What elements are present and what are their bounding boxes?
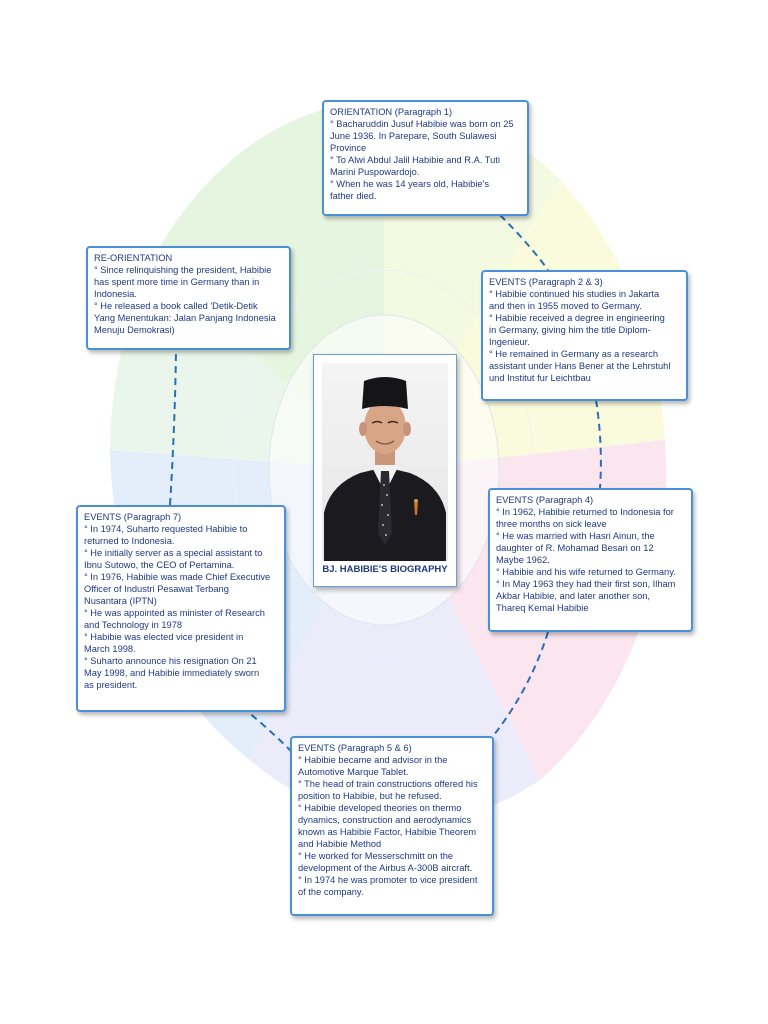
orientation-line: ° When he was 14 years old, Habibie's	[330, 179, 489, 189]
events-2-3-box: EVENTS (Paragraph 2 & 3) ° Habibie conti…	[481, 270, 688, 401]
events-2-3-line: ° Habibie continued his studies in Jakar…	[489, 289, 660, 299]
events-7-line: as president.	[84, 680, 138, 690]
events-7-line: Ibnu Sutowo, the CEO of Pertamina.	[84, 560, 235, 570]
orientation-line: father died.	[330, 191, 377, 201]
connectors	[169, 214, 602, 753]
events-4-line: ° In May 1963 they had their first son, …	[496, 579, 676, 589]
reorientation-box: RE-ORIENTATION ° Since relinquishing the…	[86, 246, 291, 350]
events-7-line: ° He was appointed as minister of Resear…	[84, 608, 265, 618]
connector-events4-events56	[489, 631, 549, 741]
events-5-6-line: ° Habibie developed theories on thermo	[298, 803, 462, 813]
lapel-pin	[414, 503, 418, 515]
reorientation-line: ° He released a book called 'Detik-Detik	[94, 301, 258, 311]
events-4-line: ° He was married with Hasri Ainun, the	[496, 531, 655, 541]
events-4-title: EVENTS (Paragraph 4)	[496, 495, 594, 505]
events-7-line: returned to Indonesia.	[84, 536, 175, 546]
events-5-6-line: development of the Airbus A-300B aircraf…	[298, 863, 473, 873]
orientation-line: Marini Puspowardojo.	[330, 167, 420, 177]
events-4-line: Akbar Habibie, and later another son,	[496, 591, 651, 601]
events-2-3-line: assistant under Hans Bener at the Lehrst…	[489, 361, 671, 371]
orientation-box: ORIENTATION (Paragraph 1) ° Bacharuddin …	[322, 100, 529, 216]
events-4-line: ° Habibie and his wife returned to Germa…	[496, 567, 676, 577]
events-4-line: daughter of R. Mohamad Besari on 12	[496, 543, 654, 553]
orientation-line: Province	[330, 143, 367, 153]
reorientation-title: RE-ORIENTATION	[94, 253, 173, 263]
events-7-line: ° He initially server as a special assis…	[84, 548, 263, 558]
events-4-line: three months on sick leave	[496, 519, 607, 529]
events-5-6-line: of the company.	[298, 887, 364, 897]
events-2-3-line: and then in 1955 moved to Germany.	[489, 301, 642, 311]
connector-events7-reorientation	[169, 349, 177, 506]
events-7-line: May 1998, and Habibie immediately sworn	[84, 668, 260, 678]
events-7-line: Officer of Industri Pesawat Terbang	[84, 584, 229, 594]
orientation-line: June 1936. In Parepare, South Sulawesi	[330, 131, 497, 141]
events-2-3-line: und Institut fur Leichtbau	[489, 373, 591, 383]
peci-cap	[362, 377, 408, 409]
events-2-3-line: ° Habibie received a degree in engineeri…	[489, 313, 665, 323]
necktie	[378, 471, 392, 545]
orientation-line: ° Bacharuddin Jusuf Habibie was born on …	[330, 119, 514, 129]
events-5-6-line: ° The head of train constructions offere…	[298, 779, 478, 789]
inner-ring-2	[233, 269, 535, 671]
connector-events56-events7	[247, 711, 293, 753]
connector-orientation-events23	[499, 214, 549, 271]
events-5-6-title: EVENTS (Paragraph 5 & 6)	[298, 743, 412, 753]
events-2-3-line: ° He remained in Germany as a research	[489, 349, 659, 359]
events-2-3-line: Ingenieur.	[489, 337, 530, 347]
events-5-6-line: Automotive Marque Tablet.	[298, 767, 409, 777]
events-7-box: EVENTS (Paragraph 7) ° In 1974, Suharto …	[76, 505, 286, 712]
events-4-line: ° In 1962, Habibie returned to Indonesia…	[496, 507, 674, 517]
events-5-6-line: ° He worked for Messerschmitt on the	[298, 851, 454, 861]
reorientation-line: Menuju Demokrasi)	[94, 325, 175, 335]
events-5-6-line: dynamics, construction and aerodynamics	[298, 815, 472, 825]
orientation-title: ORIENTATION (Paragraph 1)	[330, 107, 453, 117]
reorientation-line: ° Since relinquishing the president, Hab…	[94, 265, 272, 275]
events-7-line: ° In 1974, Suharto requested Habibie to	[84, 524, 248, 534]
events-7-title: EVENTS (Paragraph 7)	[84, 512, 182, 522]
reorientation-line: has spent more time in Germany than in	[94, 277, 260, 287]
events-2-3-line: in Germany, giving him the title Diplom-	[489, 325, 651, 335]
events-5-6-line: known as Habibie Factor, Habibie Theorem	[298, 827, 477, 837]
events-7-line: Nusantara (IPTN)	[84, 596, 157, 606]
segment-lavender	[250, 470, 540, 823]
center-portrait-card: BJ. HABIBIE'S BIOGRAPHY	[313, 354, 457, 587]
events-4-line: Thareq Kemal Habibie	[496, 603, 589, 613]
events-7-line: March 1998.	[84, 644, 136, 654]
events-7-line: ° Suharto announce his resignation On 21	[84, 656, 257, 666]
reorientation-line: Yang Menentukan: Jalan Panjang Indonesia	[94, 313, 276, 323]
events-5-6-line: ° In 1974 he was promoter to vice presid…	[298, 875, 478, 885]
events-5-6-box: EVENTS (Paragraph 5 & 6) ° Habibie becam…	[290, 736, 494, 916]
events-4-line: Maybe 1962.	[496, 555, 550, 565]
events-5-6-line: ° Habibie became and advisor in the	[298, 755, 448, 765]
events-2-3-title: EVENTS (Paragraph 2 & 3)	[489, 277, 603, 287]
events-7-line: ° Habibie was elected vice president in	[84, 632, 244, 642]
orientation-line: ° To Alwi Abdul Jalil Habibie and R.A. T…	[330, 155, 500, 165]
events-5-6-line: and Habibie Method	[298, 839, 382, 849]
center-label: BJ. HABIBIE'S BIOGRAPHY	[322, 561, 448, 579]
events-4-box: EVENTS (Paragraph 4) ° In 1962, Habibie …	[488, 488, 693, 632]
reorientation-line: Indonesia.	[94, 289, 137, 299]
events-7-line: ° In 1976, Habibie was made Chief Execut…	[84, 572, 271, 582]
events-7-line: and Technology in 1978	[84, 620, 183, 630]
face	[364, 400, 406, 454]
portrait-photo	[322, 363, 448, 561]
events-5-6-line: position to Habibie, but he refused.	[298, 791, 442, 801]
